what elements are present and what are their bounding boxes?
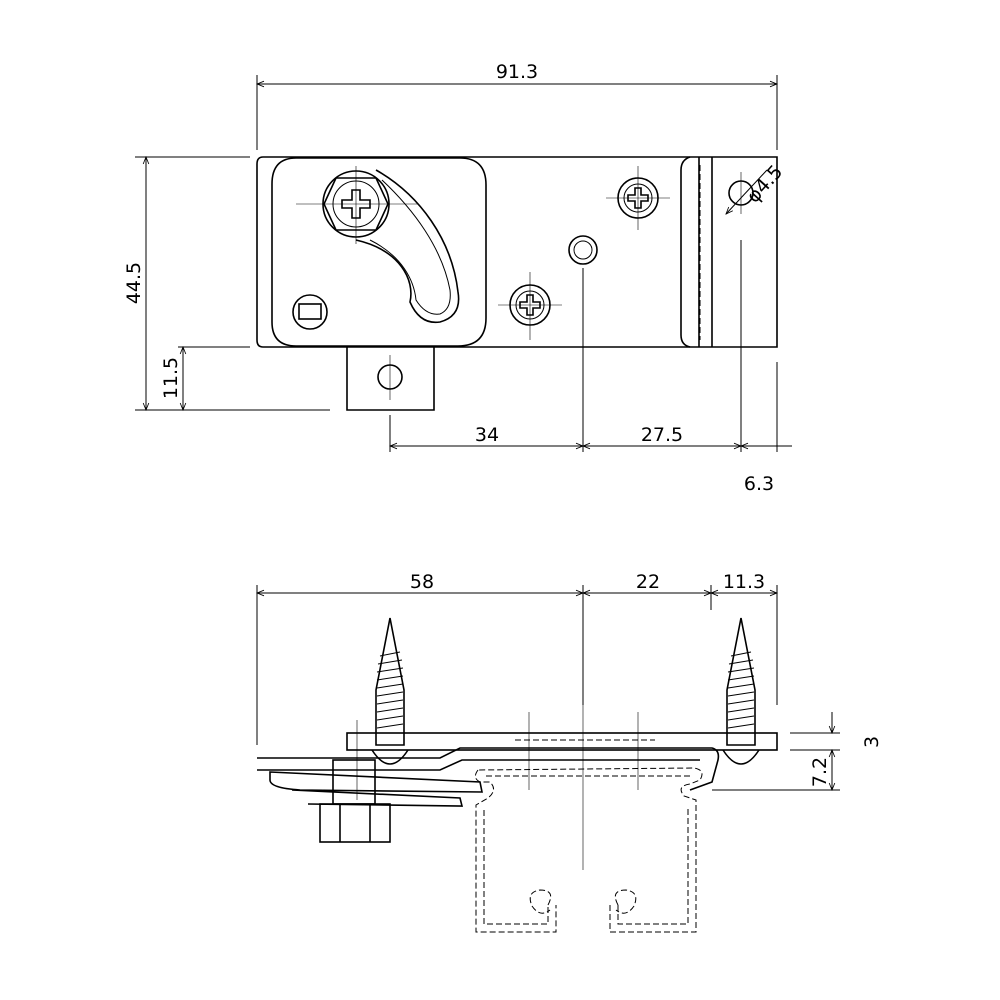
curved-slot-inner [369, 179, 451, 315]
dim-overall-height: 44.5 [123, 262, 145, 304]
adjust-screw [296, 166, 418, 244]
mounting-screw-1 [498, 272, 562, 340]
dim-overall-width: 91.3 [496, 61, 538, 83]
phillips-cross-icon [341, 189, 371, 219]
phillips-cross-icon [519, 294, 541, 316]
dim-plate-thickness: 3 [861, 736, 883, 748]
inner-plate-outline [271, 157, 487, 347]
top-plate [346, 732, 778, 751]
dim-22: 22 [636, 571, 660, 593]
indicator-window [298, 303, 322, 320]
dim-34: 34 [475, 424, 499, 446]
hole-diameter-label: φ4.5 [742, 161, 787, 207]
dim-27-5: 27.5 [641, 424, 683, 446]
rail-profile-outer [474, 767, 703, 933]
dim-58: 58 [410, 571, 434, 593]
dim-11-3: 11.3 [723, 571, 765, 593]
round-hole [568, 235, 598, 265]
dim-tab-height: 11.5 [160, 357, 182, 399]
lever-plate [269, 771, 483, 807]
rail-curl-right [614, 889, 637, 914]
rail-curl-left [529, 889, 552, 914]
bottom-tab [346, 347, 435, 411]
wood-screw-right [722, 617, 760, 765]
hex-nut [319, 759, 391, 843]
mounting-screw-2 [606, 166, 670, 230]
phillips-cross-icon [627, 187, 649, 209]
indicator-window-ring [292, 294, 328, 330]
top-view: φ4.5 91.3 44.5 11.5 34 27.5 6.3 [123, 61, 792, 495]
wood-screw-left [371, 617, 409, 765]
diameter-leader [726, 169, 768, 214]
right-flange [680, 156, 713, 348]
bent-base-plate [257, 747, 720, 791]
dim-6-3: 6.3 [744, 473, 774, 495]
dim-7-2: 7.2 [809, 757, 831, 787]
bracket-body-outline [256, 156, 778, 348]
side-view: 58 22 11.3 [257, 571, 883, 933]
rail-profile-inner [483, 775, 690, 925]
curved-adjust-slot [355, 169, 460, 324]
